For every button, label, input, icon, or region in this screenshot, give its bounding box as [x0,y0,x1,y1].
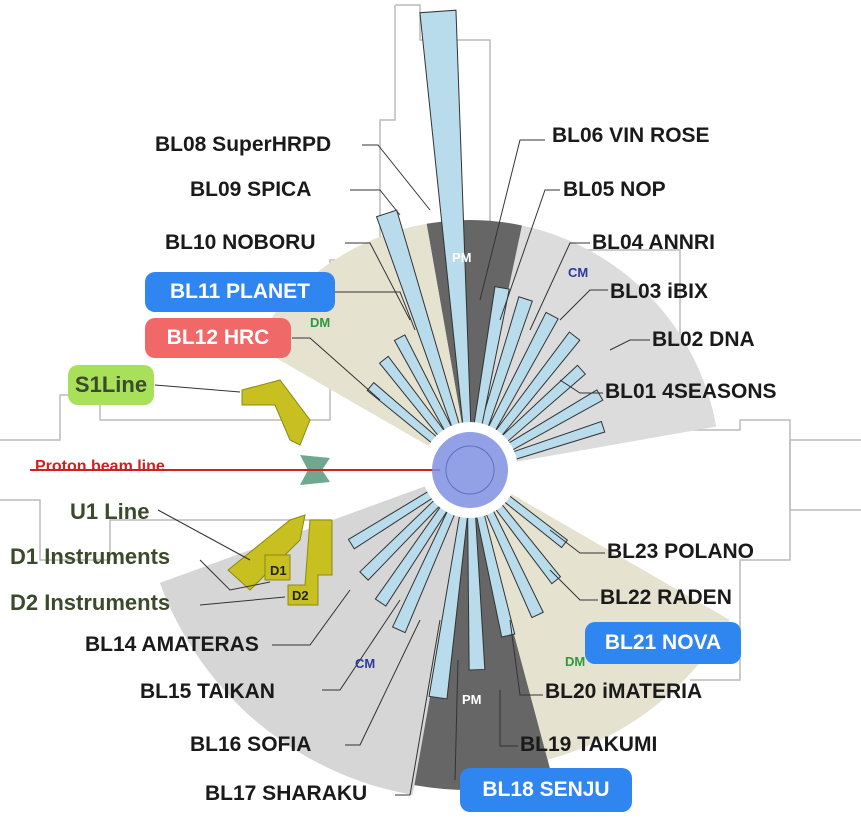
sector-cm-lower: CM [355,656,376,671]
label-bl14[interactable]: BL14 AMATERAS [85,633,259,656]
label-d2-instruments[interactable]: D2 Instruments [10,590,171,615]
d1-tag: D1 [270,563,287,578]
neutron-source-lines [30,379,508,606]
label-u1-line[interactable]: U1 Line [70,499,150,524]
sector-pm-upper: PM [452,250,472,265]
label-bl04[interactable]: BL04 ANNRI [592,231,715,254]
label-bl12[interactable]: BL12 HRC [145,318,291,358]
label-bl05[interactable]: BL05 NOP [563,178,666,201]
s1-line-shape [241,379,311,446]
sector-dm-upper: DM [310,315,331,330]
label-bl16[interactable]: BL16 SOFIA [190,733,312,756]
label-bl19[interactable]: BL19 TAKUMI [520,733,658,756]
label-bl06[interactable]: BL06 VIN ROSE [552,124,710,147]
label-bl17[interactable]: BL17 SHARAKU [205,782,368,805]
label-bl21[interactable]: BL21 NOVA [585,622,741,664]
label-bl15[interactable]: BL15 TAIKAN [140,680,275,703]
sector-cm-upper: CM [568,265,589,280]
target-inner-ring [445,445,495,495]
sector-pm-lower: PM [462,692,482,707]
label-bl08[interactable]: BL08 SuperHRPD [155,133,332,156]
label-bl18[interactable]: BL18 SENJU [460,768,632,812]
sector-dm-lower: DM [565,654,586,669]
leader-lines [154,139,650,796]
label-bl11[interactable]: BL11 PLANET [145,272,335,312]
label-bl22[interactable]: BL22 RADEN [600,586,732,609]
label-bl01[interactable]: BL01 4SEASONS [605,380,777,403]
label-bl23[interactable]: BL23 POLANO [607,540,755,563]
label-bl03[interactable]: BL03 iBIX [610,280,709,303]
label-bl09[interactable]: BL09 SPICA [190,178,312,201]
label-d1-instruments[interactable]: D1 Instruments [10,544,171,569]
label-bl20[interactable]: BL20 iMATERIA [545,680,703,703]
neutron-target [432,432,508,508]
d2-tag: D2 [292,588,309,603]
sector-cm-lower-area [159,485,463,795]
d2-shape [287,519,333,606]
label-proton-beam-line: Proton beam line [35,458,165,475]
d1-shape [264,554,291,581]
label-s1-line[interactable]: S1Line [68,365,154,405]
label-bl10[interactable]: BL10 NOBORU [165,231,316,254]
label-bl02[interactable]: BL02 DNA [652,328,755,351]
